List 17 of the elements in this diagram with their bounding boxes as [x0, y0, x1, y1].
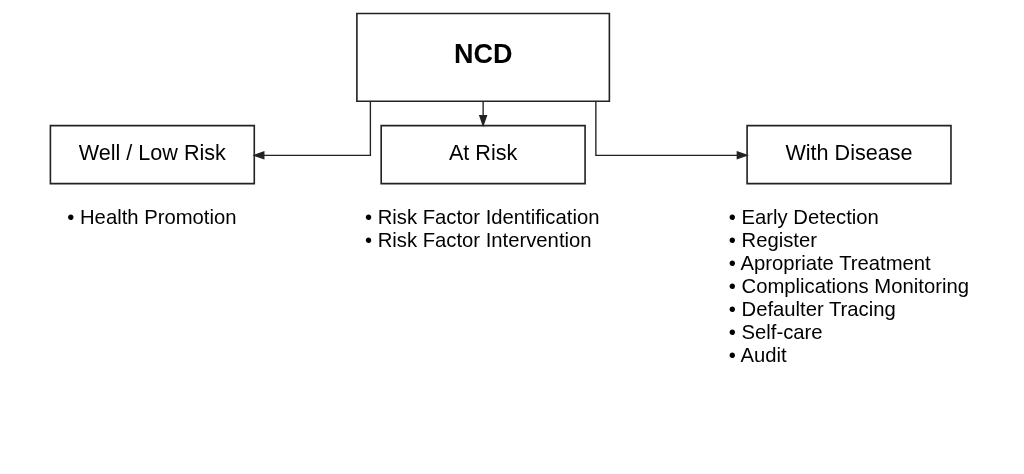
arrow — [478, 100, 487, 128]
node-label: • Complications Monitoring — [728, 275, 969, 298]
node-label: • Risk Factor Identification — [364, 206, 599, 229]
node-label: • Register — [728, 229, 817, 252]
node-label: • Audit — [728, 343, 787, 366]
node-box: NCD — [355, 12, 610, 103]
node-label: • Health Promotion — [66, 206, 236, 229]
node-box: Well / Low Risk — [49, 124, 255, 185]
arrow — [251, 101, 371, 160]
node-label: • Apropriate Treatment — [728, 252, 931, 275]
node-box: At Risk — [379, 124, 586, 185]
node-box: With Disease — [745, 124, 952, 185]
node-label: • Defaulter Tracing — [728, 297, 896, 320]
node-label: • Self-care — [728, 320, 823, 343]
node-label: • Risk Factor Intervention — [364, 229, 592, 252]
arrow — [594, 101, 749, 160]
node-label: • Early Detection — [728, 206, 879, 229]
